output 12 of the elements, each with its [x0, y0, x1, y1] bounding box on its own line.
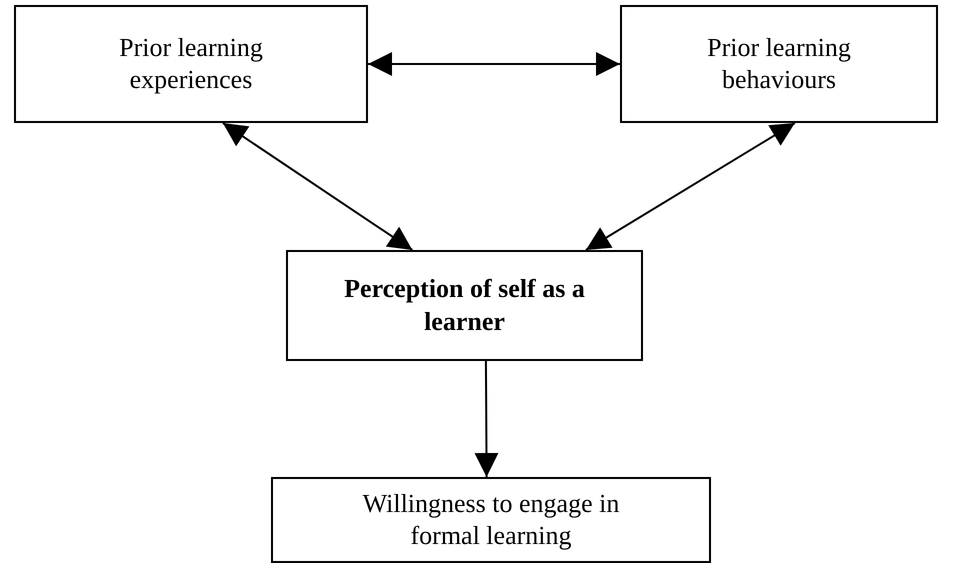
arrow [368, 52, 620, 76]
arrow [585, 122, 796, 251]
process-box [271, 477, 711, 563]
arrow [474, 361, 498, 477]
process-box [620, 5, 938, 123]
box-label: Prior learning experiences [118, 32, 264, 96]
box-label: Willingness to engage in formal learning [362, 488, 620, 552]
process-box [286, 250, 643, 361]
process-box [14, 5, 368, 123]
arrow [222, 122, 413, 251]
box-label: Perception of self as a learner [343, 273, 586, 338]
box-label: Prior learning behaviours [706, 32, 852, 96]
